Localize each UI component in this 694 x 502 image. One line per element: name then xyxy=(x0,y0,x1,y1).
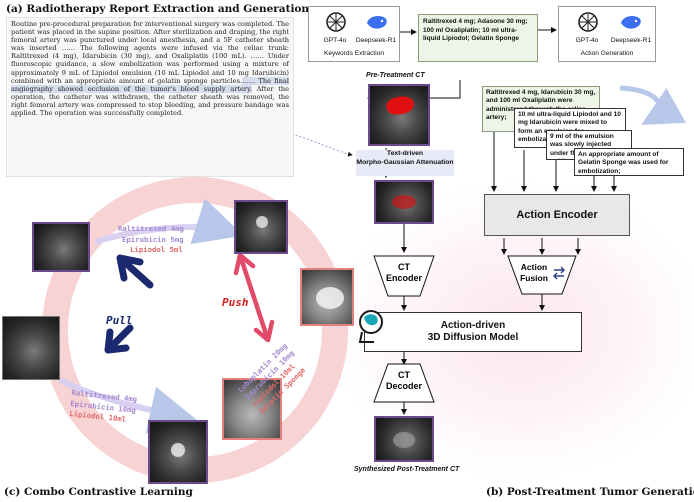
ct-encoder: CT Encoder xyxy=(385,262,422,283)
combo-ct-right-upper xyxy=(300,268,354,326)
keywords-extraction-group: GPT-4o Deepseek-R1 Keywords Extraction xyxy=(308,6,400,62)
diffusion-model: Action-driven 3D Diffusion Model xyxy=(364,312,582,352)
pre-treatment-ct xyxy=(368,84,430,146)
combo-top-text: Raltitrexed 4mg Epirubicin 5mg Lipiodol … xyxy=(118,224,184,256)
section-a-title: (a) Radiotherapy Report Extraction and G… xyxy=(6,3,310,15)
fusion-icon xyxy=(553,266,565,280)
deepseek-logo-icon xyxy=(367,15,387,29)
push-label: Push xyxy=(222,296,249,309)
combo-top-line-2: Epirubicin 5mg xyxy=(122,234,184,244)
radiotherapy-report: Routine pre-procedural preparation for i… xyxy=(6,17,294,177)
pull-arrow-upper xyxy=(116,254,154,289)
keywords-box: Raltitrexed 4 mg; Adasone 30 mg; 100 ml … xyxy=(418,14,538,62)
deepseek-label-2: Deepseek-R1 xyxy=(610,37,652,44)
deepseek-logo-icon-2 xyxy=(621,15,641,29)
combo-bottom-text: Raltitrexed 4mg Epirubicin 10mg Lipiodol… xyxy=(69,388,138,426)
attenuated-ct xyxy=(374,180,434,224)
deepseek-label: Deepseek-R1 xyxy=(355,37,397,44)
combo-ct-top-left xyxy=(32,222,90,272)
ct-decoder-shape xyxy=(373,363,435,403)
combo-top-line-3: Lipiodol 5ml xyxy=(130,245,183,254)
attenuated-tumor-icon xyxy=(392,195,416,209)
gpt-logo-icon xyxy=(326,12,346,32)
embolized-spot-icon xyxy=(171,443,185,457)
combo-top-line-1: Raltitrexed 4mg xyxy=(118,224,184,233)
keywords-extraction-label: Keywords Extraction xyxy=(323,50,385,57)
combo-ct-top-right xyxy=(234,200,288,254)
bright-spot-icon xyxy=(256,216,268,228)
action-fusion-shape xyxy=(507,255,577,295)
gpt-label: GPT-4o xyxy=(323,37,347,44)
section-c-title: (c) Combo Contrastive Learning xyxy=(4,486,193,498)
morpho-gaussian-attention: Text-driven Morpho-Gaussian Attenuation xyxy=(356,150,454,176)
action-encoder: Action Encoder xyxy=(484,194,630,236)
combo-arrow-bottom xyxy=(58,377,198,434)
tumor-mask-icon xyxy=(386,96,414,115)
action-feedback-arrow xyxy=(619,85,686,125)
pull-label: Pull xyxy=(106,314,133,327)
gpt-logo-icon-2 xyxy=(578,12,598,32)
post-treatment-ct xyxy=(374,416,434,462)
report-tail: After the operation, the catheter was wi… xyxy=(11,84,290,118)
combo-ct-left xyxy=(2,316,60,380)
action-generation-group: GPT-4o Deepseek-R1 Action Generation xyxy=(558,6,656,62)
organ-icon xyxy=(316,287,344,309)
combo-ct-bottom xyxy=(148,420,208,484)
push-arrow xyxy=(233,252,275,343)
ct-decoder: CT Decoder xyxy=(385,370,422,391)
pull-arrow-lower xyxy=(104,324,134,354)
pre-ct-label: Pre-Treatment CT xyxy=(366,72,425,79)
gpt-label-2: GPT-4o xyxy=(575,37,599,44)
brain-icon xyxy=(358,310,383,343)
action-sentence-4: An appropriate amount of Gelatin Sponge … xyxy=(574,148,684,176)
report-text: Routine pre-procedural preparation for i… xyxy=(11,20,289,85)
post-tumor-icon xyxy=(393,432,415,448)
action-fusion: Action Fusion xyxy=(520,262,548,283)
post-ct-label: Synthesized Post-Treatment CT xyxy=(354,466,460,473)
section-b-title: (b) Post-Treatment Tumor Generation xyxy=(486,486,694,498)
combo-ct-right-lower xyxy=(222,378,282,440)
combo-arrow-top xyxy=(94,198,244,245)
ct-encoder-shape xyxy=(373,255,435,297)
action-generation-label: Action Generation xyxy=(580,50,634,57)
